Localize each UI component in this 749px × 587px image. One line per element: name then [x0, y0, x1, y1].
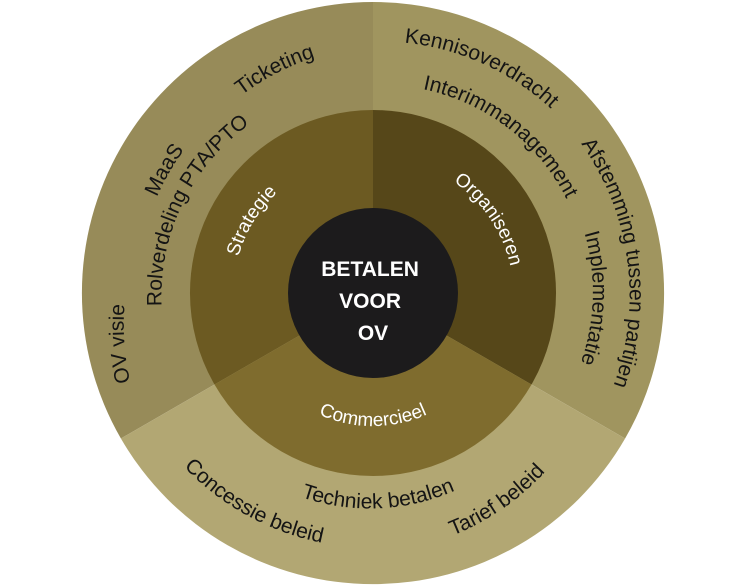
core-line-2: VOOR	[339, 290, 401, 313]
core-label: BETALEN VOOR OV	[321, 258, 424, 345]
core-circle	[288, 208, 458, 378]
middle-sector-commercieel	[214, 293, 532, 477]
core-line-3: OV	[358, 322, 388, 345]
core-line-1: BETALEN	[321, 258, 419, 281]
